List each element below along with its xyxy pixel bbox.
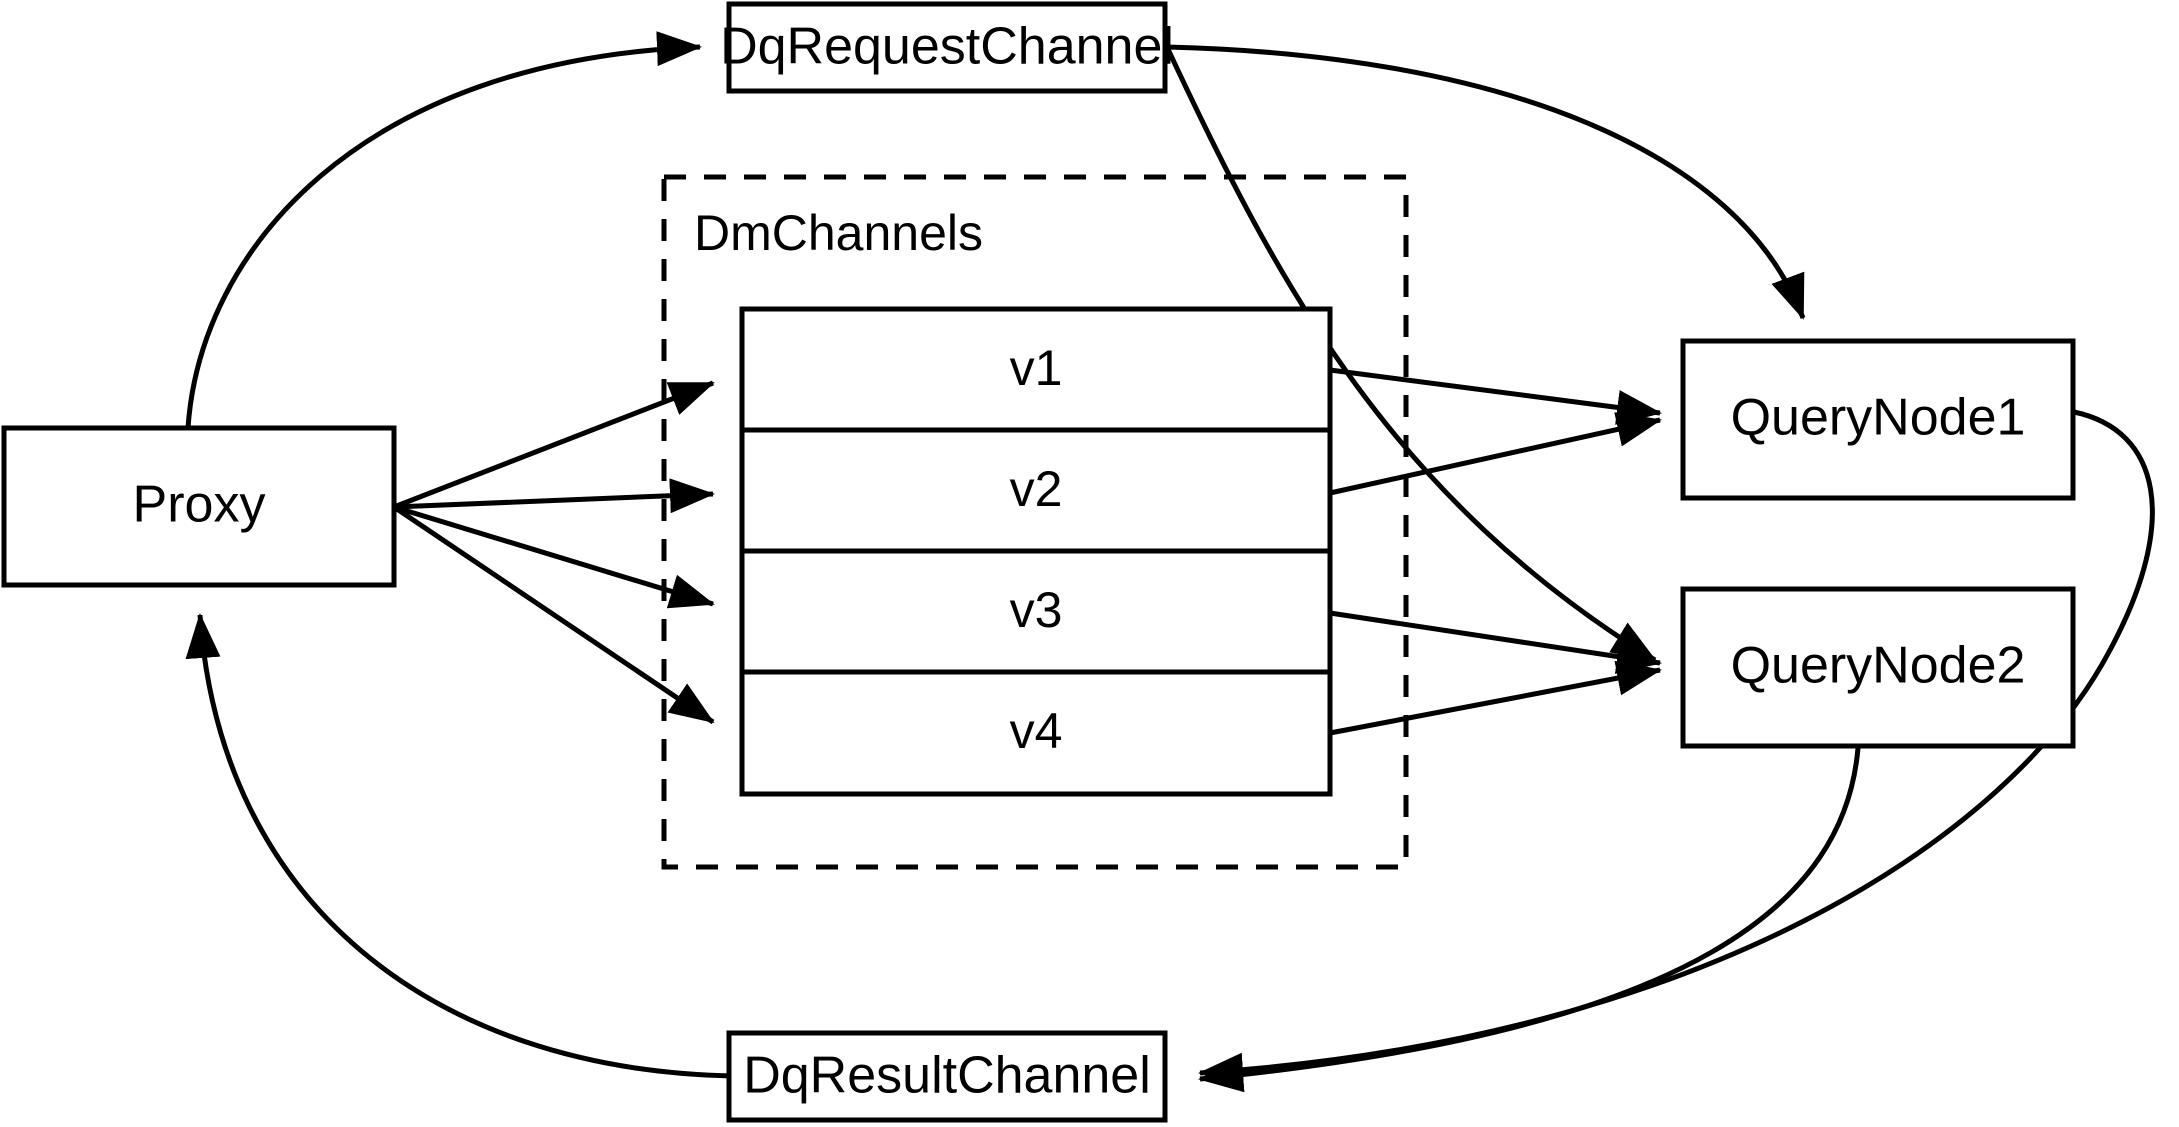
edge-dqrequestchannel-to-querynode2 — [1164, 45, 1657, 663]
shard-label-v1: v1 — [1010, 340, 1063, 396]
node-dqrequestchannel-label: DqRequestChannel — [720, 18, 1174, 76]
node-proxy-label: Proxy — [133, 476, 266, 534]
edge-v2-to-querynode1 — [1329, 412, 1662, 496]
node-querynode2-label: QueryNode2 — [1731, 637, 2026, 695]
edge-querynode2-to-dqresultchannel — [1198, 747, 1861, 1093]
node-dqresultchannel[interactable] — [726, 1030, 1168, 1123]
node-querynode1-label: QueryNode1 — [1731, 389, 2026, 447]
node-querynode2[interactable] — [1680, 586, 2076, 749]
node-dqrequestchannel[interactable] — [726, 1, 1168, 94]
node-dqresultchannel-label: DqResultChannel — [743, 1047, 1151, 1105]
dmchannels-group-box — [661, 174, 1409, 870]
node-proxy[interactable] — [1, 425, 397, 588]
node-querynode1[interactable] — [1680, 338, 2076, 501]
edge-proxy-to-v2 — [393, 478, 715, 514]
edge-dqrequestchannel-to-querynode1 — [1166, 44, 1806, 320]
edge-v3-to-querynode2 — [1329, 610, 1662, 674]
edge-proxy-to-v3 — [393, 504, 715, 609]
shard-label-v4: v4 — [1010, 703, 1063, 759]
edge-v1-to-querynode1 — [1329, 367, 1662, 425]
edge-proxy-to-v4 — [392, 504, 715, 725]
shard-label-v3: v3 — [1010, 582, 1063, 638]
edge-proxy-to-dqrequestchannel — [185, 31, 702, 429]
edge-proxy-to-v1 — [393, 380, 715, 510]
edge-dqresultchannel-to-proxy — [185, 613, 734, 1079]
shard-label-v2: v2 — [1010, 461, 1063, 517]
dmchannels-group-label: DmChannels — [694, 205, 983, 261]
edge-v4-to-querynode2 — [1329, 660, 1662, 736]
